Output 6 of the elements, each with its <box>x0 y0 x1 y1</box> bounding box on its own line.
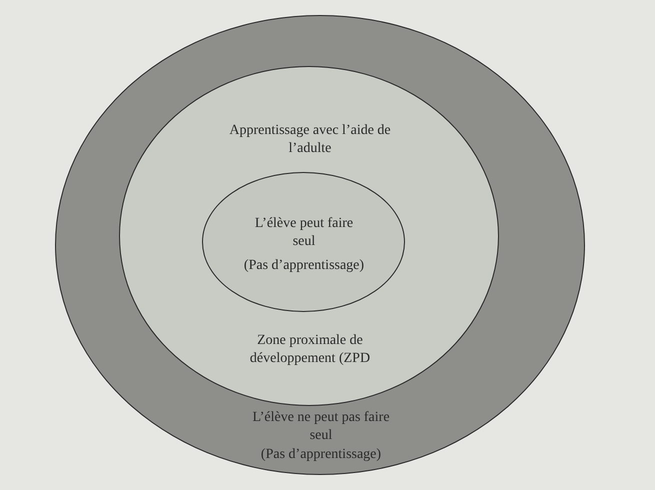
zone-label: L’élève peut faire seul <box>254 215 354 251</box>
zone-label: L’élève ne peut pas faire seul <box>251 409 391 445</box>
zone-label: (Pas d’apprentissage) <box>260 446 382 464</box>
zone-label: Zone proximale de développement (ZPD <box>248 332 372 368</box>
zone-label: Apprentissage avec l’aide de l’adulte <box>228 122 392 158</box>
zone-label: (Pas d’apprentissage) <box>242 257 366 275</box>
